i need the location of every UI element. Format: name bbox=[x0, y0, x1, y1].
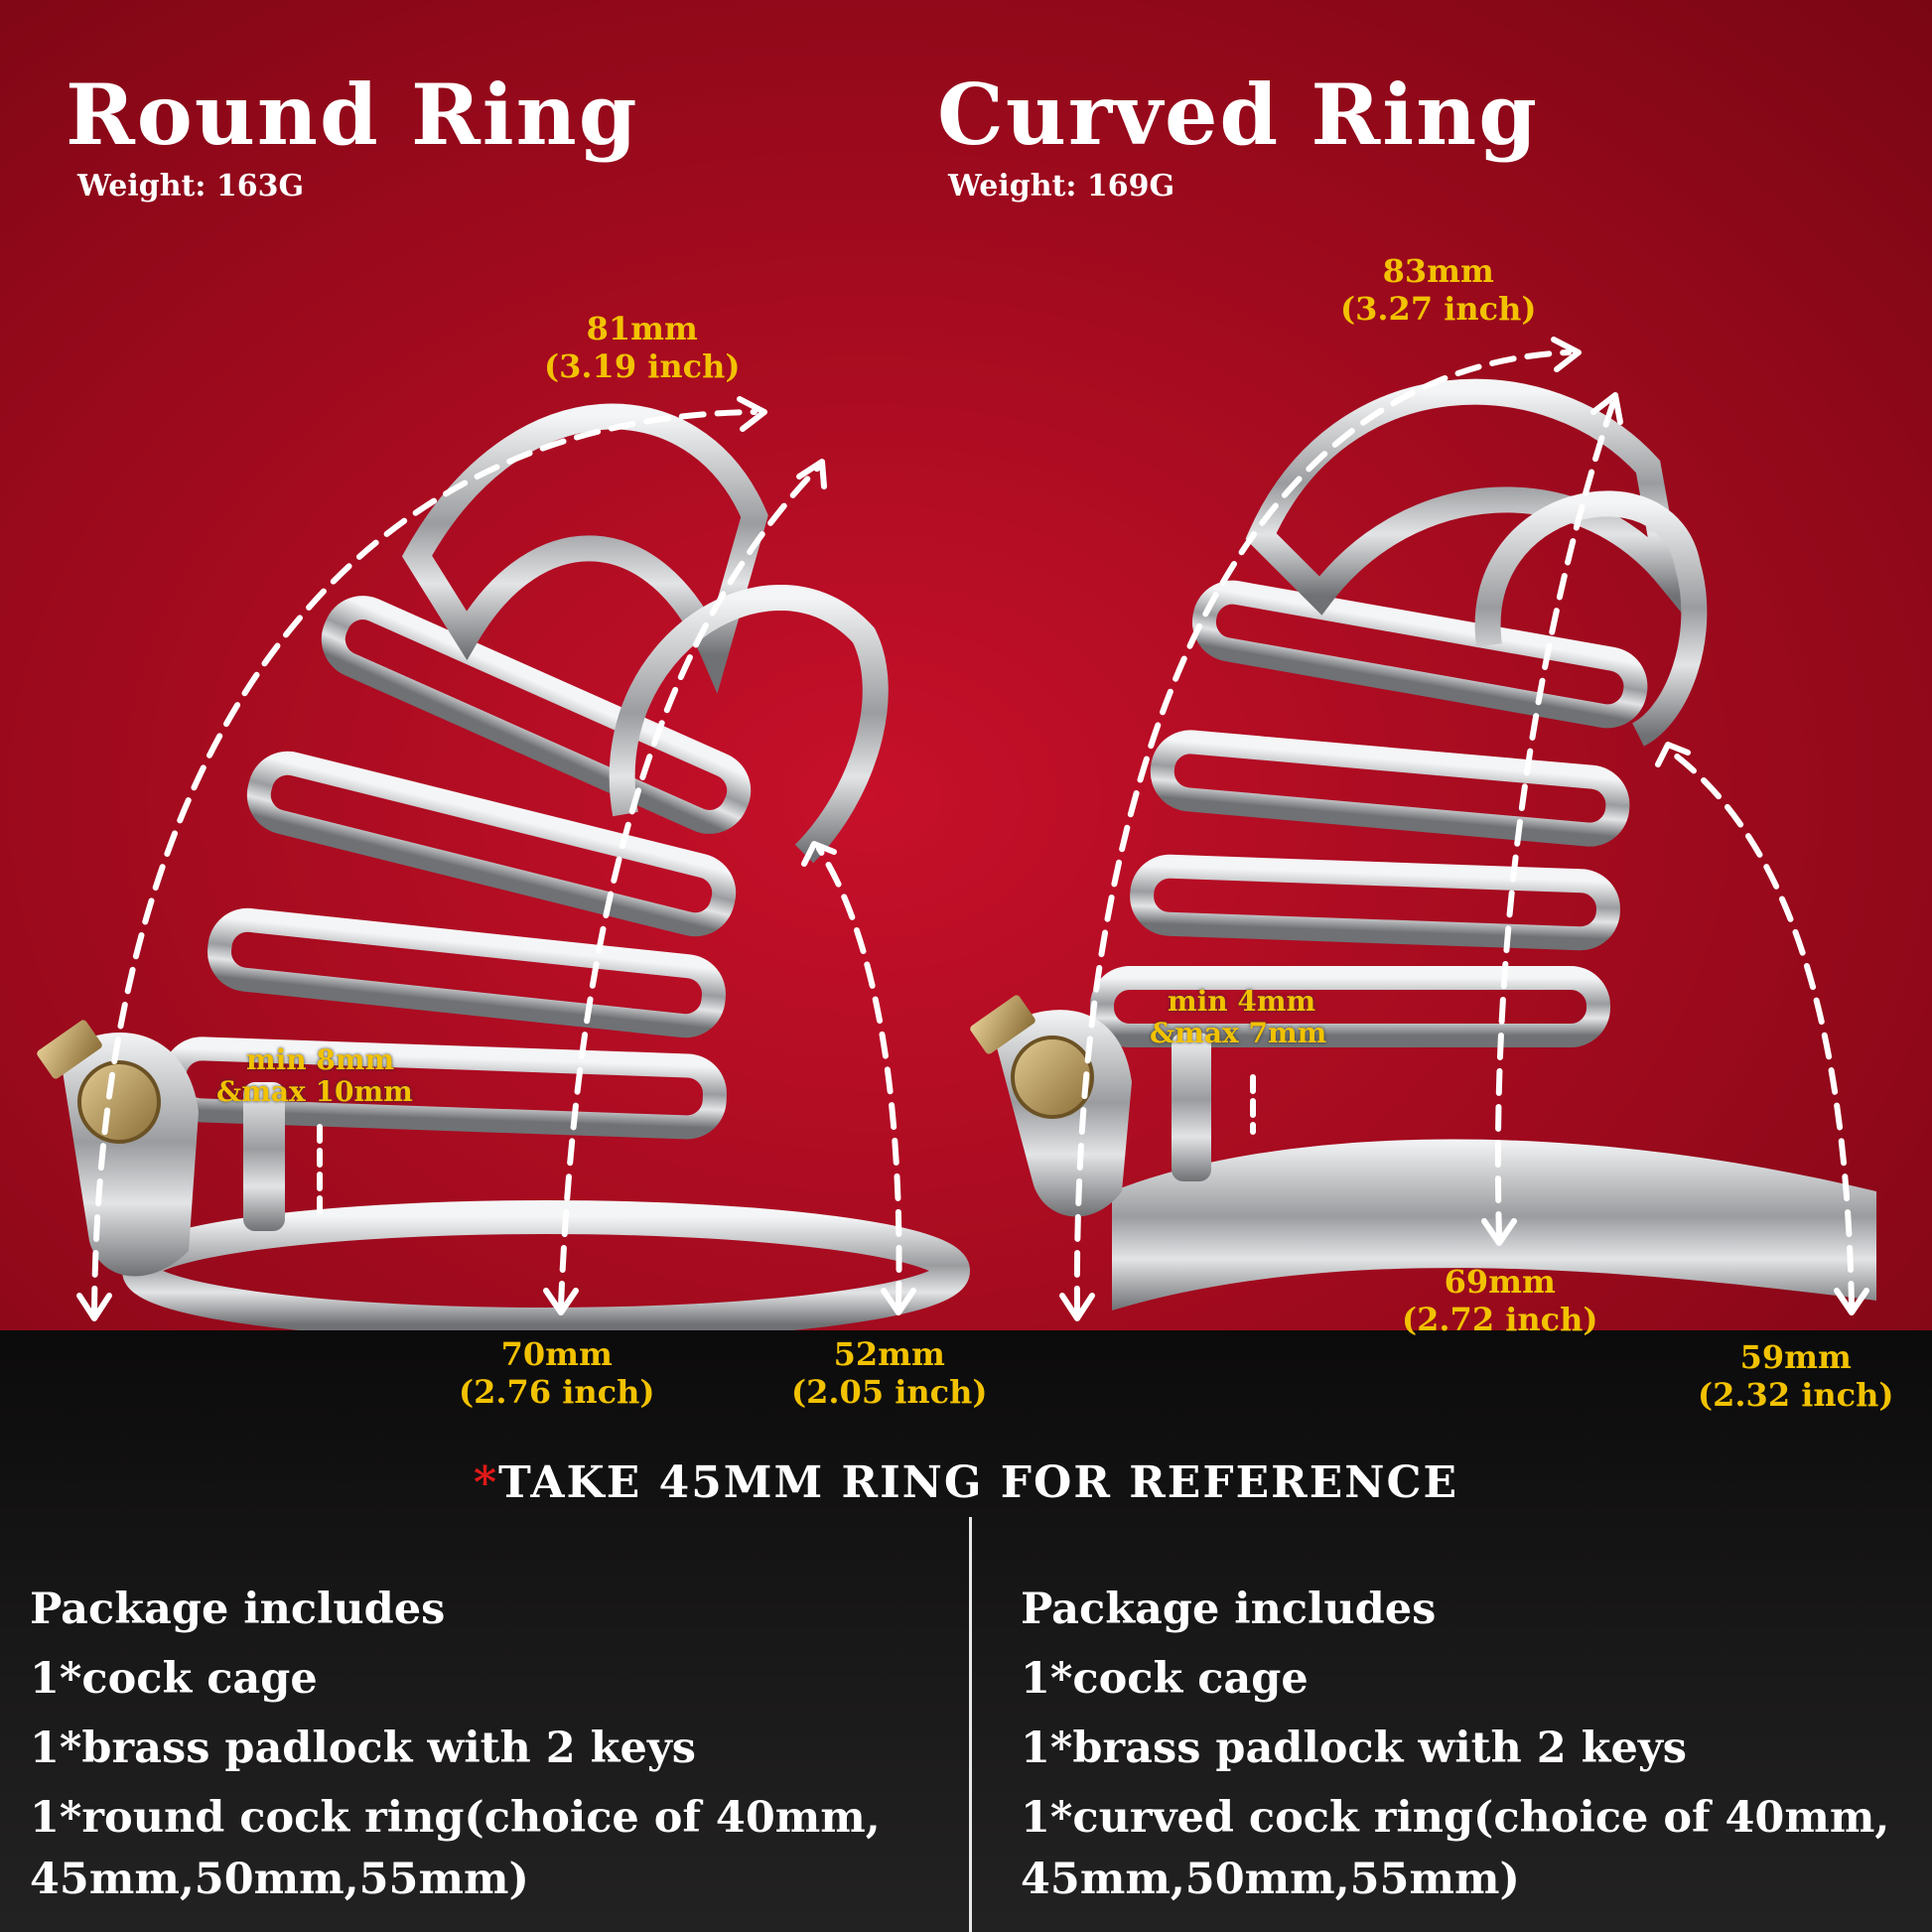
round-inner-length-label: 70mm(2.76 inch) bbox=[459, 1335, 655, 1411]
package-item: 1*cock cage bbox=[30, 1654, 318, 1704]
curved-ring-cage bbox=[970, 378, 1876, 1311]
package-item: 1*brass padlock with 2 keys bbox=[1021, 1724, 1688, 1773]
cage-tip-loop bbox=[401, 403, 768, 694]
cage-ring bbox=[1130, 854, 1620, 951]
arrowhead bbox=[1834, 1288, 1869, 1315]
curved-inner-length-arrow bbox=[1494, 399, 1616, 1239]
cage-ring bbox=[246, 751, 737, 937]
arrowhead bbox=[881, 1288, 916, 1315]
lock-post bbox=[1172, 1033, 1211, 1181]
arrowhead bbox=[796, 459, 827, 489]
column-divider bbox=[969, 1517, 972, 1932]
round-base-ring bbox=[122, 1200, 970, 1330]
round-inner-length-arrow bbox=[558, 464, 822, 1309]
curved-ring-title: Curved Ring bbox=[937, 66, 1539, 164]
round-ring-cage bbox=[37, 403, 970, 1330]
padlock bbox=[1011, 1035, 1094, 1119]
arrowhead bbox=[1590, 392, 1623, 425]
round-top-length-label: 81mm(3.19 inch) bbox=[544, 310, 741, 385]
padlock-key bbox=[37, 1020, 102, 1079]
curved-ring-weight: Weight: 169G bbox=[948, 169, 1175, 204]
curved-gap-label: min 4mm&max 7mm bbox=[1150, 985, 1327, 1049]
package-item: 1*brass padlock with 2 keys bbox=[30, 1724, 697, 1773]
curved-top-length-arrow bbox=[1073, 349, 1572, 1313]
cage-ring bbox=[1150, 730, 1630, 847]
info-panel-background bbox=[0, 1330, 1932, 1932]
cage-tip-loop bbox=[1474, 490, 1708, 747]
product-illustration bbox=[37, 337, 1876, 1330]
package-heading: Package includes bbox=[30, 1585, 446, 1634]
lock-post bbox=[243, 1082, 285, 1231]
package-heading: Package includes bbox=[1021, 1585, 1437, 1634]
round-ring-title: Round Ring bbox=[66, 66, 639, 164]
reference-note: *TAKE 45MM RING FOR REFERENCE bbox=[0, 1457, 1932, 1508]
round-side-arrow bbox=[816, 846, 902, 1309]
curved-inner-length-label: 69mm(2.72 inch) bbox=[1402, 1263, 1598, 1338]
package-list-curved: Package includes 1*cock cage 1*brass pad… bbox=[1021, 1575, 1889, 1914]
package-list-round: Package includes 1*cock cage 1*brass pad… bbox=[30, 1575, 881, 1914]
package-item: 1*round cock ring(choice of 40mm, bbox=[30, 1793, 881, 1843]
package-item: 1*cock cage bbox=[1021, 1654, 1309, 1704]
curved-side-label: 59mm(2.32 inch) bbox=[1698, 1338, 1894, 1414]
cage-tip-loop bbox=[609, 584, 889, 864]
curved-top-length-label: 83mm(3.27 inch) bbox=[1340, 252, 1537, 328]
padlock bbox=[77, 1060, 161, 1144]
arrowhead bbox=[1481, 1218, 1517, 1246]
cage-ring bbox=[207, 907, 726, 1038]
package-item: 1*curved cock ring(choice of 40mm, bbox=[1021, 1793, 1890, 1843]
package-item: 45mm,50mm,55mm) bbox=[30, 1855, 529, 1904]
cage-ring bbox=[1090, 966, 1610, 1047]
cage-ring bbox=[1191, 580, 1648, 729]
arrowhead bbox=[1059, 1293, 1095, 1321]
round-gap-label: min 8mm&max 10mm bbox=[216, 1043, 413, 1108]
package-item: 45mm,50mm,55mm) bbox=[1021, 1855, 1520, 1904]
cage-ring bbox=[321, 596, 752, 834]
reference-text: TAKE 45MM RING FOR REFERENCE bbox=[498, 1457, 1459, 1508]
round-ring-weight: Weight: 163G bbox=[77, 169, 305, 204]
arrowhead bbox=[1551, 337, 1582, 372]
arrowhead bbox=[76, 1293, 112, 1321]
reference-asterisk: * bbox=[473, 1457, 498, 1508]
arrowhead bbox=[1655, 742, 1691, 767]
curved-side-arrow bbox=[1665, 747, 1855, 1309]
padlock-key bbox=[970, 995, 1035, 1054]
arrowhead bbox=[737, 396, 767, 432]
arrowhead bbox=[801, 841, 837, 867]
curved-base-ring bbox=[1112, 1139, 1876, 1311]
arrowhead bbox=[543, 1288, 579, 1315]
round-top-length-arrow bbox=[91, 409, 758, 1313]
round-side-label: 52mm(2.05 inch) bbox=[791, 1335, 988, 1411]
